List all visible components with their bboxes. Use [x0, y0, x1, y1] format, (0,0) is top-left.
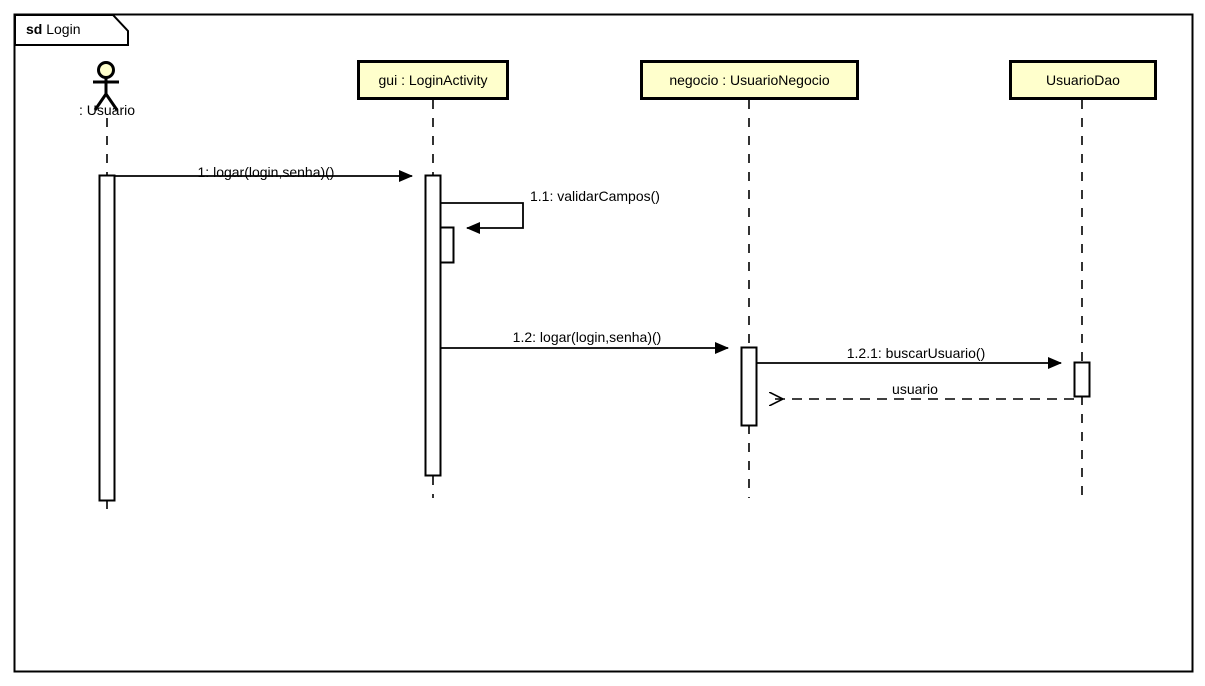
actor-leg-left-icon	[93, 93, 108, 111]
message-label-return-usuario: usuario	[892, 381, 938, 397]
frame-label: sd Login	[26, 21, 81, 37]
message-label-1-1: 1.1: validarCampos()	[530, 188, 660, 204]
activation-gui	[424, 174, 442, 477]
frame-border	[13, 13, 1194, 673]
message-label-1-2: 1.2: logar(login,senha)()	[512, 329, 662, 345]
message-arrow-1-1-self	[441, 202, 524, 234]
activation-usuario	[98, 174, 116, 502]
lifeline-head-gui[interactable]: gui : LoginActivity	[357, 60, 509, 100]
lifeline-head-dao[interactable]: UsuarioDao	[1009, 60, 1157, 100]
frame-name-tab	[14, 14, 129, 46]
message-label-1-2-1: 1.2.1: buscarUsuario()	[846, 345, 986, 361]
frame-name: Login	[46, 21, 81, 37]
interaction-frame	[13, 13, 1194, 673]
actor-label-usuario: : Usuario	[78, 102, 136, 118]
frame-keyword: sd	[26, 21, 43, 37]
activation-dao	[1073, 361, 1091, 398]
lifeline-head-negocio[interactable]: negocio : UsuarioNegocio	[640, 60, 859, 100]
actor-head-icon	[97, 61, 115, 79]
message-label-1: 1: logar(login,senha)()	[197, 164, 335, 180]
activation-negocio	[740, 346, 758, 427]
actor-usuario[interactable]	[93, 61, 119, 111]
actor-leg-right-icon	[104, 93, 119, 111]
activation-gui-nested	[439, 226, 455, 264]
